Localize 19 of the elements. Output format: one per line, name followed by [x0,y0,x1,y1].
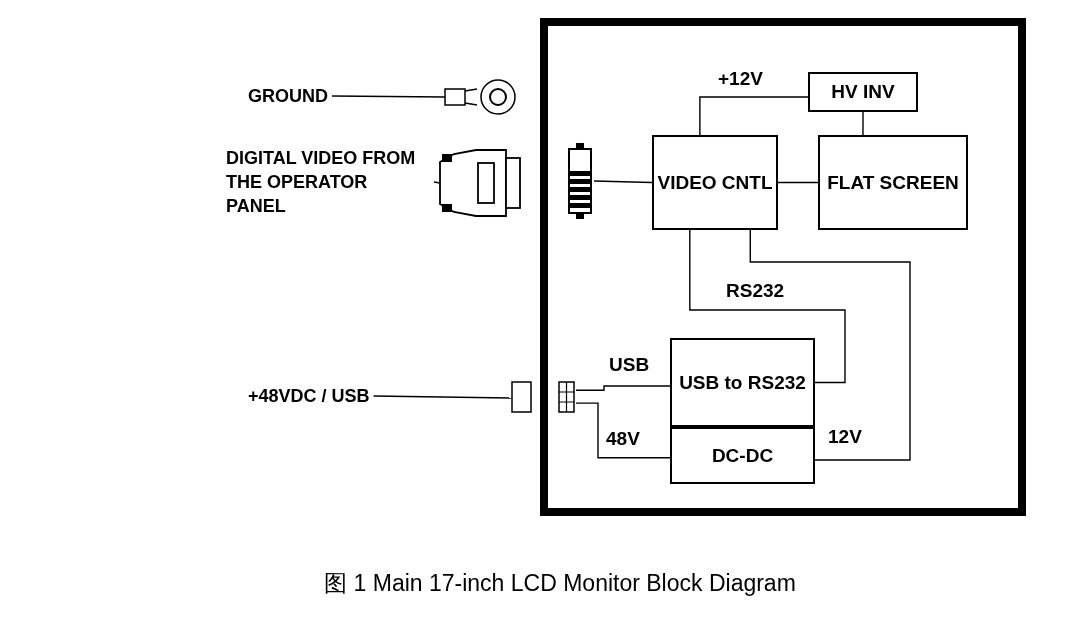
port-label: GROUND [248,80,332,112]
connector-line [372,395,512,399]
block-box: HV INV [808,72,918,112]
connector-line [699,96,809,136]
connector-line [331,95,446,98]
block-box: VIDEO CNTL [652,135,778,230]
figure-caption: 图 1 Main 17-inch LCD Monitor Block Diagram [323,569,797,598]
block-box: DC-DC [670,427,815,484]
connector-line [575,402,671,459]
port-label: DIGITAL VIDEO FROM THE OPERATOR PANEL [226,148,434,216]
connector-line [575,385,671,391]
connector-line [777,181,819,184]
connector-line [689,229,846,384]
port-label: +48VDC / USB [248,380,374,412]
connector-line [593,180,653,184]
block-box: FLAT SCREEN [818,135,968,230]
connector-line [749,229,911,461]
connector-line [862,111,864,136]
block-box: USB to RS232 [670,338,815,427]
